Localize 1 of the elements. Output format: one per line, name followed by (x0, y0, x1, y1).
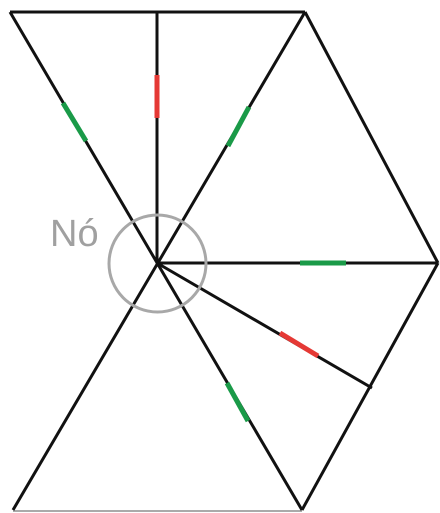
node-label: Nó (50, 212, 99, 256)
